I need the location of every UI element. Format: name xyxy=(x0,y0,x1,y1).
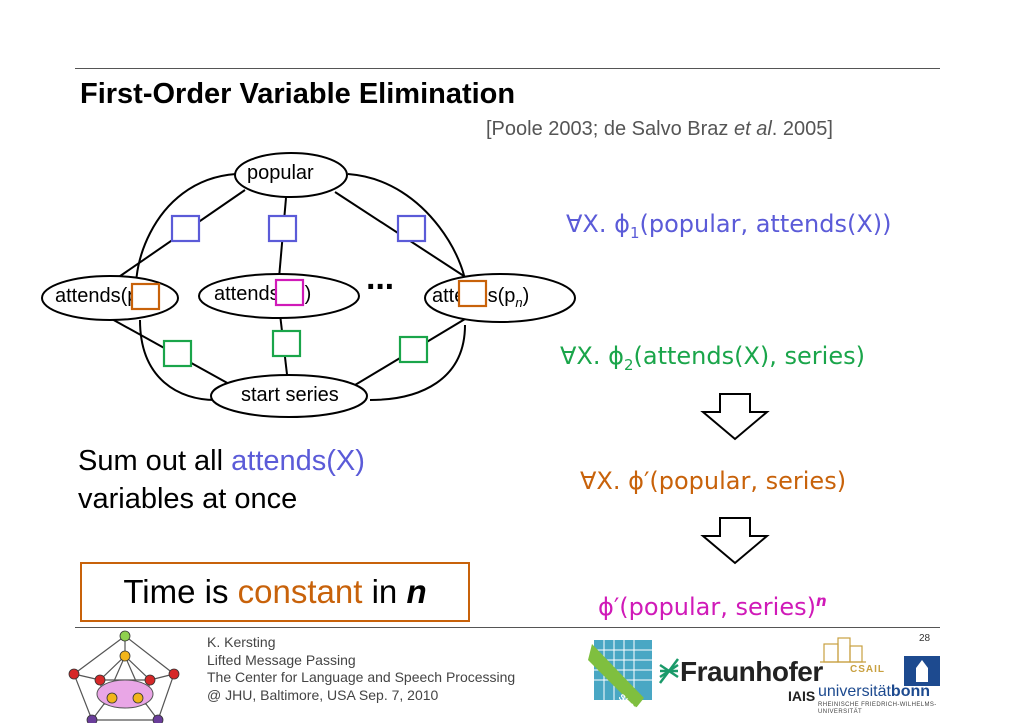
factor-magenta xyxy=(274,278,305,307)
iais-text: IAIS xyxy=(788,688,816,704)
csail-text: CSAIL xyxy=(850,664,885,675)
arrow-down-icon xyxy=(700,517,770,565)
sum-out-text: Sum out all attends(X) variables at once xyxy=(78,445,365,515)
edge-attends1-start xyxy=(139,319,216,401)
node-popular xyxy=(234,152,348,198)
factor-blue-3 xyxy=(396,214,427,243)
factor-blue-2 xyxy=(267,214,298,243)
formula-phi2: ∀X. ϕ2(attends(X), series) xyxy=(560,342,865,374)
footer-text: K. Kersting Lifted Message Passing The C… xyxy=(207,634,516,703)
uni-bonn-text: universitätbonn xyxy=(818,683,931,700)
top-rule xyxy=(75,68,940,69)
factor-green-3 xyxy=(398,335,429,364)
ellipsis: ··· xyxy=(366,268,396,306)
bonn-crest-icon xyxy=(904,656,940,686)
label-popular: popular xyxy=(247,162,314,184)
factor-orange-n xyxy=(457,279,488,308)
fraunhofer-text: Fraunhofer xyxy=(680,656,823,687)
citation: [Poole 2003; de Salvo Braz et al. 2005] xyxy=(486,118,833,140)
node-start-series xyxy=(210,374,368,418)
label-start-series: start series xyxy=(241,384,339,406)
bottom-rule xyxy=(75,627,940,628)
uni-bonn-subtext: RHEINISCHE FRIEDRICH-WILHELMS-UNIVERSITÄ… xyxy=(818,702,937,715)
slide-title: First-Order Variable Elimination xyxy=(80,78,516,110)
formula-phi1: ∀X. ϕ1(popular, attends(X)) xyxy=(566,210,892,242)
edge-attendsn-start xyxy=(369,324,466,401)
csail-logo-icon xyxy=(820,637,866,663)
network-logo-icon xyxy=(68,630,180,723)
stream-logo-icon: Stream xyxy=(588,640,652,712)
time-constant-box: Time is constant in n xyxy=(80,562,470,622)
formula-phi-prime: ∀X. ϕ′(popular, series) xyxy=(580,467,847,495)
page-number: 28 xyxy=(919,633,931,644)
factor-green-2 xyxy=(271,329,302,358)
factor-orange-1 xyxy=(130,282,161,311)
formula-phi-prime-power: ϕ′(popular, series)n xyxy=(598,592,827,621)
arrow-down-icon xyxy=(700,393,770,441)
factor-green-1 xyxy=(162,339,193,368)
fraunhofer-logo-icon xyxy=(659,658,679,684)
factor-blue-1 xyxy=(170,214,201,243)
